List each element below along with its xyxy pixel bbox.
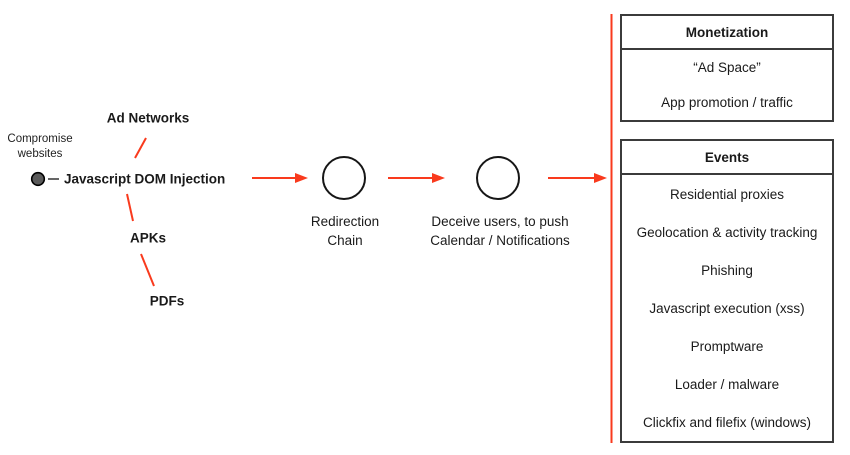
events-item: Promptware — [690, 338, 764, 354]
monetization-box: Monetization “Ad Space” App promotion / … — [620, 14, 834, 122]
branch-ad-networks: Ad Networks — [106, 110, 190, 126]
events-item: Clickfix and filefix (windows) — [642, 414, 812, 430]
step-circle-deceive — [476, 156, 520, 200]
branch-pdfs: PDFs — [149, 293, 185, 309]
arrow-1-head — [295, 173, 308, 183]
monetization-box-items: “Ad Space” App promotion / traffic — [622, 50, 832, 120]
events-item: Javascript execution (xss) — [649, 300, 805, 316]
events-item: Phishing — [701, 262, 753, 278]
source-node-dot — [30, 171, 46, 187]
branch-apks: APKs — [129, 230, 167, 246]
arrow-3-head — [594, 173, 607, 183]
events-item: Loader / malware — [674, 376, 780, 392]
arrow-2-head — [432, 173, 445, 183]
events-item: Residential proxies — [669, 186, 785, 202]
monetization-item: App promotion / traffic — [661, 95, 793, 110]
connector-apks — [126, 193, 134, 222]
step-label-deceive-users: Deceive users, to push Calendar / Notifi… — [430, 214, 570, 248]
events-box: Events Residential proxies Geolocation &… — [620, 139, 834, 443]
events-box-title: Events — [622, 141, 832, 175]
step-circle-redirection — [322, 156, 366, 200]
connector-ad-networks — [134, 137, 147, 159]
events-item: Geolocation & activity tracking — [636, 224, 818, 240]
connector-pdfs — [140, 253, 155, 287]
events-box-items: Residential proxies Geolocation & activi… — [622, 175, 832, 441]
main-node-label: Javascript DOM Injection — [64, 171, 226, 187]
monetization-box-title: Monetization — [622, 16, 832, 50]
compromise-websites-caption: Compromise websites — [7, 133, 73, 160]
step-label-redirection-chain: Redirection Chain — [310, 214, 380, 248]
monetization-item: “Ad Space” — [693, 60, 761, 75]
